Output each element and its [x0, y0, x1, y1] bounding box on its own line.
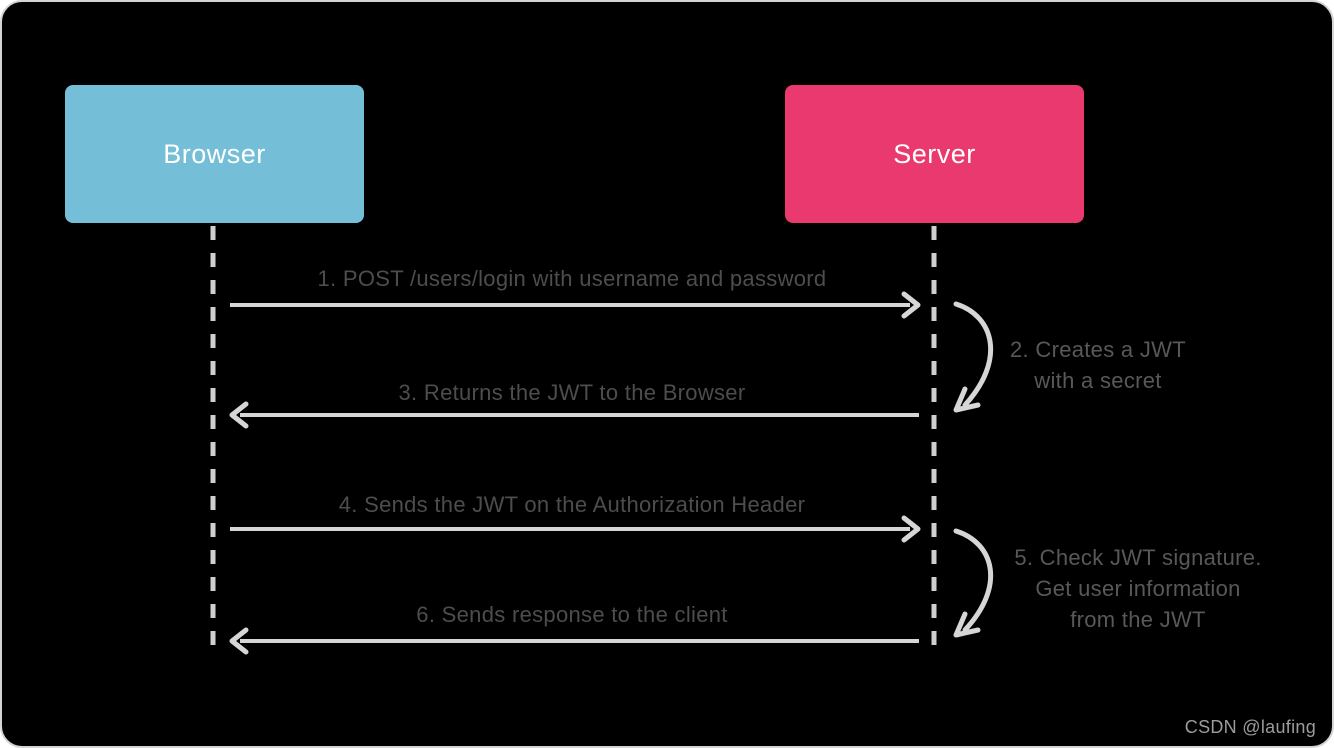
message-2-label-line1: 2. Creates a JWT: [1010, 337, 1186, 362]
arrow-down-left-head-icon: [953, 611, 981, 638]
message-1-label: 1. POST /users/login with username and p…: [317, 266, 827, 291]
message-2-label-line2: with a secret: [1034, 368, 1162, 393]
message-5-label-line1: 5. Check JWT signature.: [1014, 545, 1262, 570]
actor-label-server: Server: [893, 138, 976, 169]
message-2-self-arrow: [953, 301, 994, 413]
actor-box-browser: Browser: [65, 85, 364, 223]
message-4-label: 4. Sends the JWT on the Authorization He…: [338, 492, 806, 517]
message-3-label: 3. Returns the JWT to the Browser: [398, 380, 746, 405]
message-5-label-line2: Get user information: [1035, 576, 1241, 601]
message-1-arrow: [230, 291, 921, 319]
message-4-arrow: [230, 515, 921, 543]
message-5-self-arrow: [953, 528, 994, 638]
actor-label-browser: Browser: [163, 138, 266, 169]
arrow-down-left-head-icon: [953, 386, 981, 413]
message-6-label: 6. Sends response to the client: [416, 602, 728, 627]
arrow-right-head-icon: [901, 291, 921, 319]
arrow-right-head-icon: [901, 515, 921, 543]
message-5-label-line3: from the JWT: [1070, 607, 1206, 632]
arrow-left-head-icon: [229, 627, 249, 655]
message-3-arrow: [229, 401, 919, 429]
message-2-label: 2. Creates a JWT with a secret: [962, 334, 1234, 396]
message-5-label: 5. Check JWT signature. Get user informa…: [968, 542, 1308, 635]
arrow-left-head-icon: [229, 401, 249, 429]
message-6-arrow: [229, 627, 919, 655]
actor-box-server: Server: [785, 85, 1084, 223]
watermark-text: CSDN @laufing: [1184, 717, 1316, 737]
